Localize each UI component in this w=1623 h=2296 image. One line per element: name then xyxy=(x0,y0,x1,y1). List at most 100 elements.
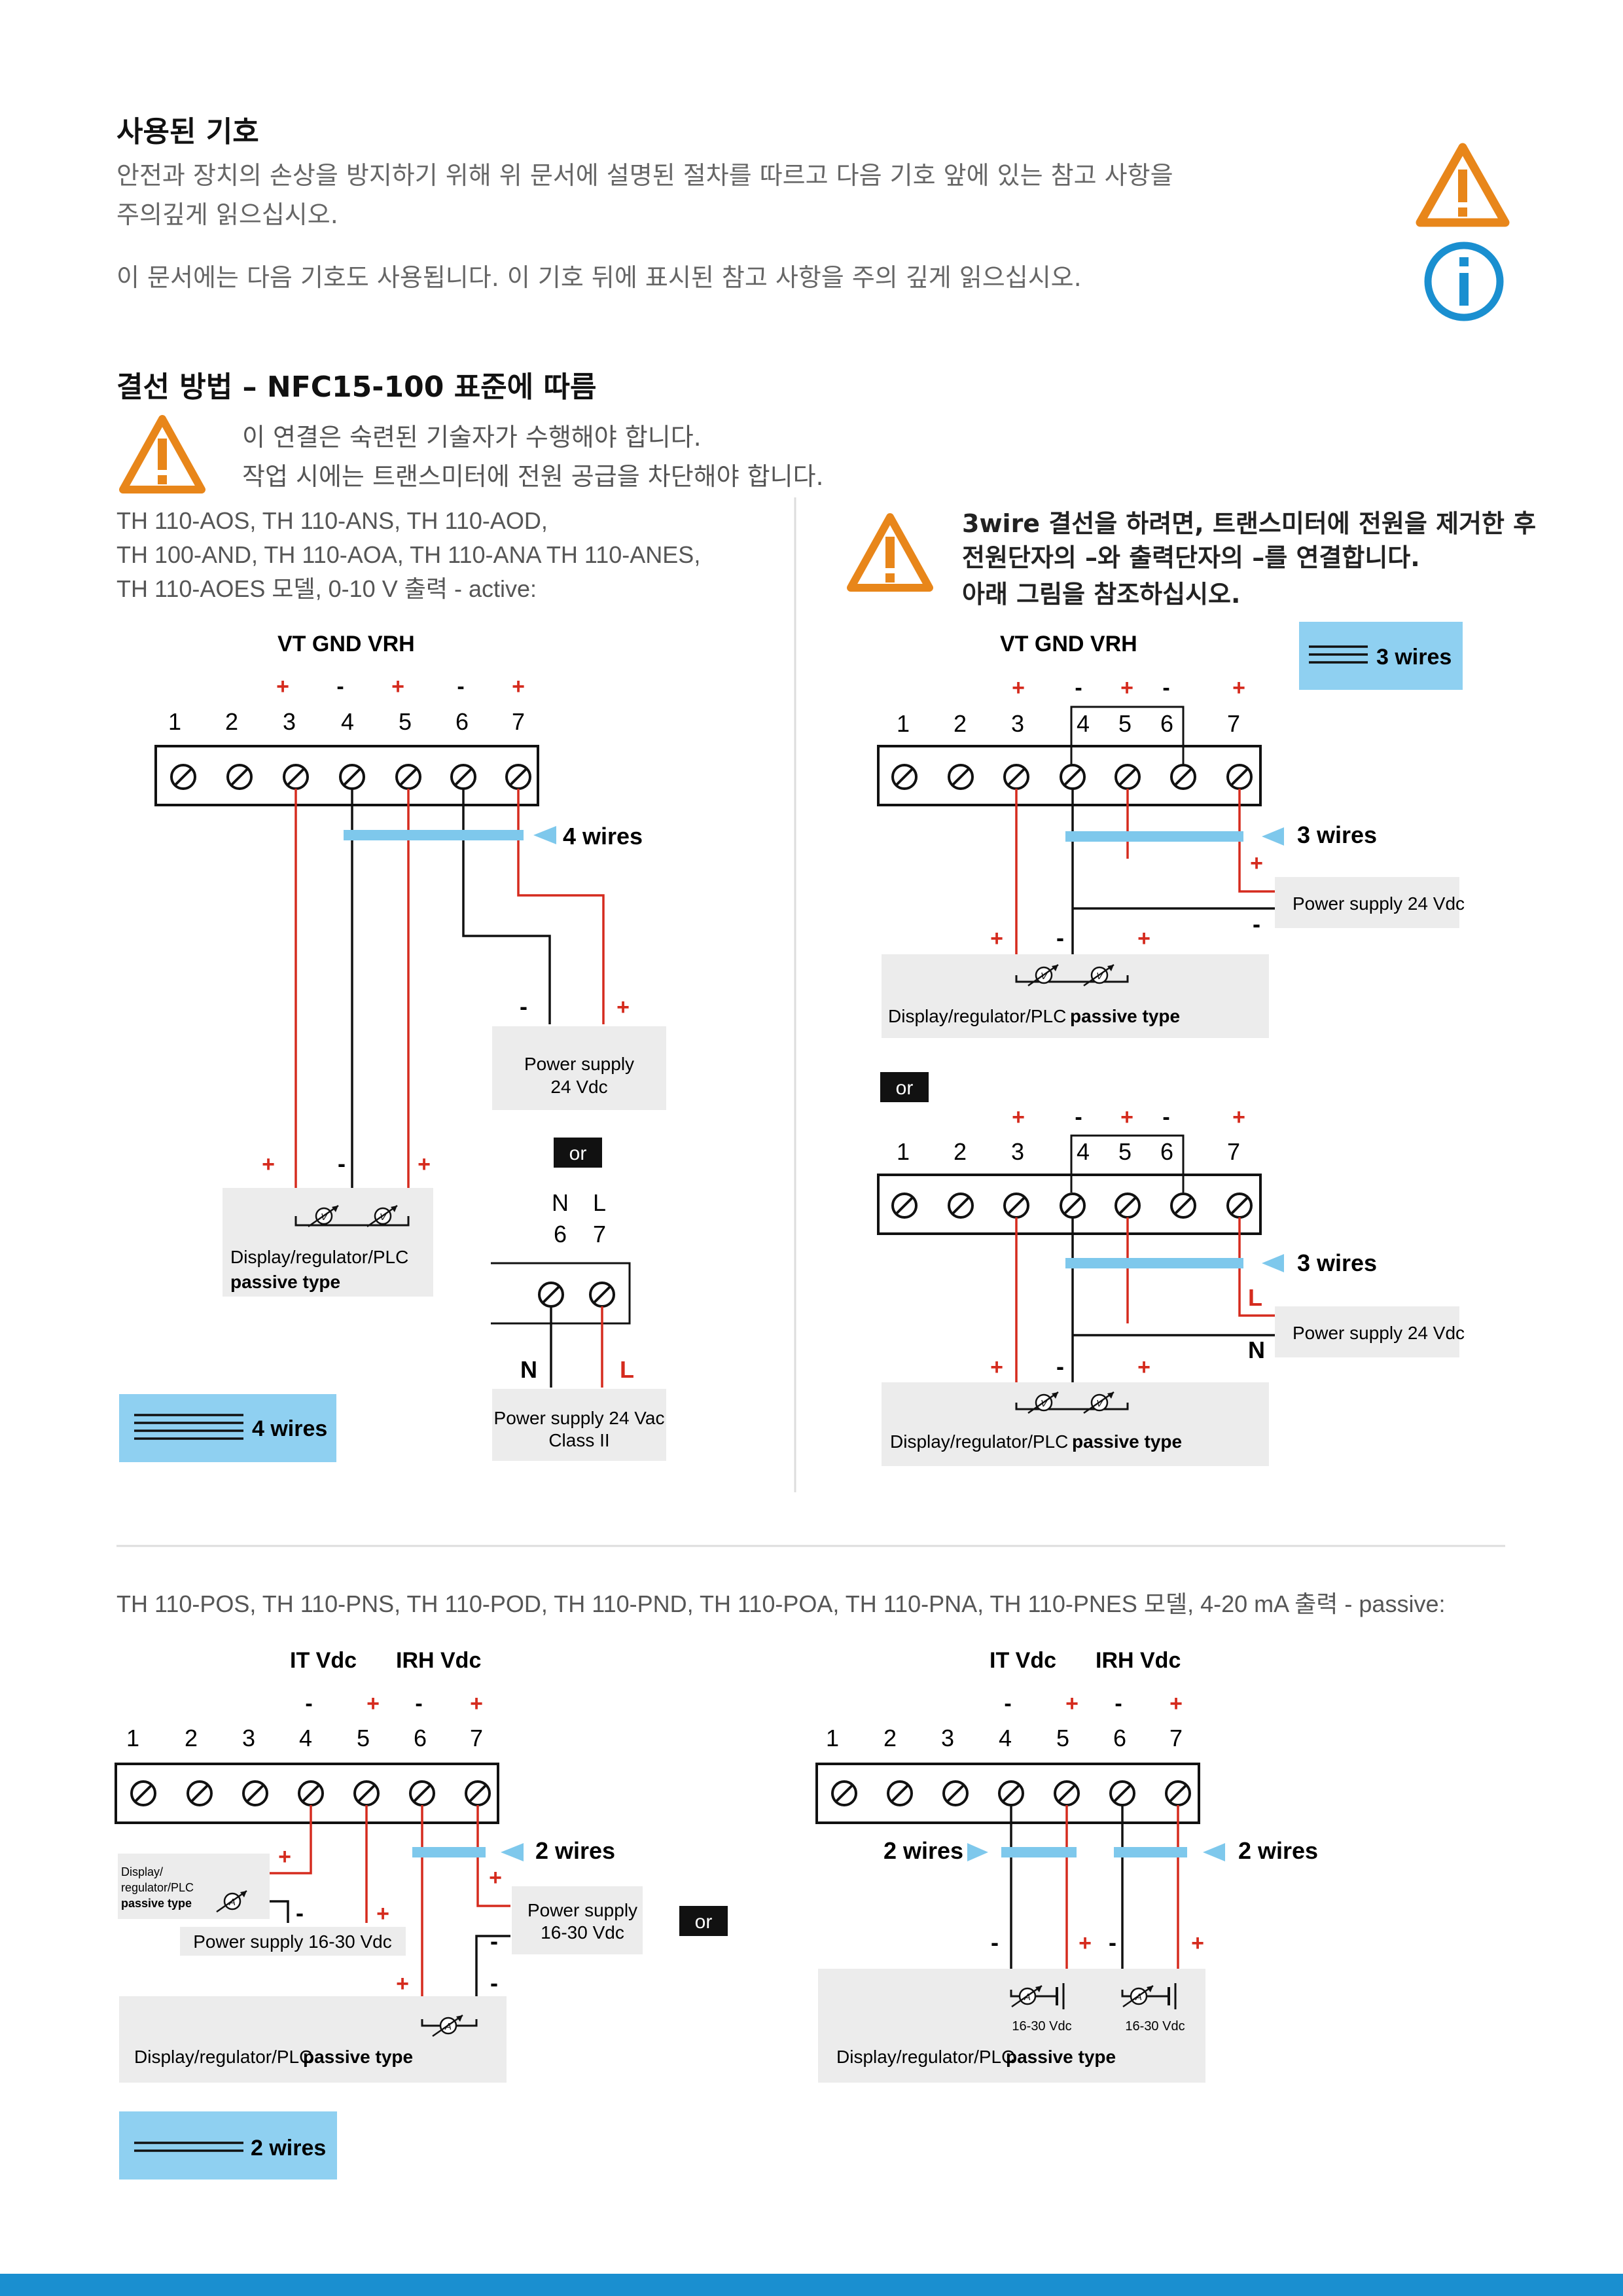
svg-text:-: - xyxy=(1162,675,1169,700)
svg-text:IRH Vdc: IRH Vdc xyxy=(1096,1648,1181,1673)
svg-text:3: 3 xyxy=(283,708,296,735)
svg-text:L: L xyxy=(1248,1284,1262,1311)
svg-text:+: + xyxy=(616,995,630,1020)
svg-text:N: N xyxy=(1248,1336,1265,1363)
svg-text:-: - xyxy=(1109,1929,1116,1956)
svg-text:2: 2 xyxy=(185,1725,198,1751)
svg-text:+: + xyxy=(418,1152,431,1177)
models-voltage-line-2: TH 100-AND, TH 110-AOA, TH 110-ANA TH 11… xyxy=(116,541,701,568)
svg-text:+: + xyxy=(1120,675,1133,700)
svg-text:passive type: passive type xyxy=(121,1897,192,1910)
svg-text:+: + xyxy=(1137,1355,1150,1380)
svg-text:Power supply: Power supply xyxy=(524,1054,634,1074)
svg-text:-: - xyxy=(296,1899,304,1926)
svg-text:2 wires: 2 wires xyxy=(535,1837,615,1864)
svg-text:Power supply 24 Vdc: Power supply 24 Vdc xyxy=(1293,1323,1465,1343)
svg-text:6: 6 xyxy=(414,1725,427,1751)
svg-text:passive type: passive type xyxy=(1006,2047,1116,2067)
svg-text:3: 3 xyxy=(941,1725,954,1751)
svg-text:IT Vdc: IT Vdc xyxy=(990,1648,1056,1673)
svg-text:16-30 Vdc: 16-30 Vdc xyxy=(1012,2019,1071,2034)
svg-text:-: - xyxy=(415,1691,422,1716)
svg-text:7: 7 xyxy=(1227,1138,1240,1165)
svg-text:+: + xyxy=(376,1901,389,1926)
svg-text:16-30 Vdc: 16-30 Vdc xyxy=(1125,2019,1185,2034)
diagram-3wire-voltage-a: VT GND VRH 3 wires + - + - + 1 2 3 4 5 6… xyxy=(877,622,1465,1038)
svg-text:passive type: passive type xyxy=(1070,1006,1180,1026)
svg-text:passive type: passive type xyxy=(230,1272,340,1292)
svg-text:16-30 Vdc: 16-30 Vdc xyxy=(541,1922,624,1943)
svg-text:2: 2 xyxy=(883,1725,897,1751)
svg-text:or: or xyxy=(569,1143,587,1164)
svg-text:2 wires: 2 wires xyxy=(251,2136,326,2161)
info-icon xyxy=(1424,242,1504,321)
display-passive-box xyxy=(882,954,1269,1038)
svg-text:1: 1 xyxy=(826,1725,839,1751)
svg-text:Display/regulator/PLC: Display/regulator/PLC xyxy=(890,1431,1068,1452)
legend-4-wires xyxy=(119,1394,336,1462)
symbols-title: 사용된 기호 xyxy=(116,115,259,149)
svg-text:Display/: Display/ xyxy=(121,1865,163,1878)
svg-text:+: + xyxy=(512,674,525,699)
svg-text:1: 1 xyxy=(126,1725,139,1751)
svg-text:-: - xyxy=(1162,1105,1169,1130)
cable-bundle xyxy=(1065,831,1243,842)
svg-text:+: + xyxy=(1012,1105,1025,1130)
power-supply-1630vdc-box xyxy=(512,1886,643,1954)
svg-text:+: + xyxy=(1137,926,1150,951)
diagram-2wire-current-a: IT Vdc IRH Vdc - + - + 1 2 3 4 5 6 7 2 w… xyxy=(115,1648,643,2179)
svg-text:-: - xyxy=(1056,1353,1064,1380)
warning-icon xyxy=(119,415,205,493)
svg-text:+: + xyxy=(366,1691,380,1716)
svg-text:+: + xyxy=(1250,851,1263,876)
svg-text:3: 3 xyxy=(242,1725,255,1751)
svg-text:3 wires: 3 wires xyxy=(1376,645,1452,670)
models-voltage-line-1: TH 110-AOS, TH 110-ANS, TH 110-AOD, xyxy=(116,507,548,534)
svg-text:2 wires: 2 wires xyxy=(883,1837,963,1864)
svg-text:4 wires: 4 wires xyxy=(252,1416,327,1441)
svg-text:2 wires: 2 wires xyxy=(1238,1837,1318,1864)
cable-bundle xyxy=(1065,1258,1243,1268)
svg-text:+: + xyxy=(990,1355,1003,1380)
svg-text:+: + xyxy=(990,926,1003,951)
svg-text:+: + xyxy=(276,674,289,699)
svg-text:6: 6 xyxy=(554,1221,567,1247)
svg-text:7: 7 xyxy=(470,1725,483,1751)
svg-text:7: 7 xyxy=(1227,710,1240,737)
symbols-para1-line1: 안전과 장치의 손상을 방지하기 위해 위 문서에 설명된 절차를 따르고 다음… xyxy=(116,161,1173,190)
svg-text:6: 6 xyxy=(1113,1725,1126,1751)
cable-bundle xyxy=(1114,1847,1187,1857)
svg-text:Power supply 24 Vac: Power supply 24 Vac xyxy=(494,1408,665,1428)
svg-text:-: - xyxy=(336,674,344,699)
svg-text:L: L xyxy=(593,1189,606,1216)
svg-text:+: + xyxy=(470,1691,483,1716)
svg-text:+: + xyxy=(1191,1931,1204,1956)
svg-text:4: 4 xyxy=(1077,710,1090,737)
svg-text:-: - xyxy=(520,993,527,1020)
svg-text:4: 4 xyxy=(1077,1138,1090,1165)
svg-text:5: 5 xyxy=(1056,1725,1069,1751)
svg-text:-: - xyxy=(1056,924,1064,951)
svg-text:6: 6 xyxy=(1160,710,1173,737)
svg-text:1: 1 xyxy=(897,710,910,737)
svg-text:-: - xyxy=(1075,675,1082,700)
models-voltage-line-3: TH 110-AOES 모델, 0-10 V 출력 - active: xyxy=(116,575,537,602)
svg-text:IRH Vdc: IRH Vdc xyxy=(396,1648,481,1673)
svg-text:5: 5 xyxy=(1118,1138,1132,1165)
svg-text:2: 2 xyxy=(954,1138,967,1165)
svg-text:3 wires: 3 wires xyxy=(1297,821,1377,848)
svg-text:3 wires: 3 wires xyxy=(1297,1249,1377,1276)
warning-line-1: 이 연결은 숙련된 기술자가 수행해야 합니다. xyxy=(242,423,702,452)
or-badge xyxy=(679,1906,728,1936)
symbols-para2: 이 문서에는 다음 기호도 사용됩니다. 이 기호 뒤에 표시된 참고 사항을 … xyxy=(116,263,1082,292)
four-wires-label: 4 wires xyxy=(563,823,643,850)
footer-bar xyxy=(0,2274,1623,2296)
display-passive-box xyxy=(818,1969,1205,2083)
svg-text:Display/regulator/PLC: Display/regulator/PLC xyxy=(888,1006,1066,1026)
svg-text:Display/regulator/PLC: Display/regulator/PLC xyxy=(134,2047,312,2067)
svg-text:+: + xyxy=(391,674,404,699)
svg-text:7: 7 xyxy=(1169,1725,1183,1751)
svg-text:6: 6 xyxy=(455,708,469,735)
svg-text:1: 1 xyxy=(897,1138,910,1165)
